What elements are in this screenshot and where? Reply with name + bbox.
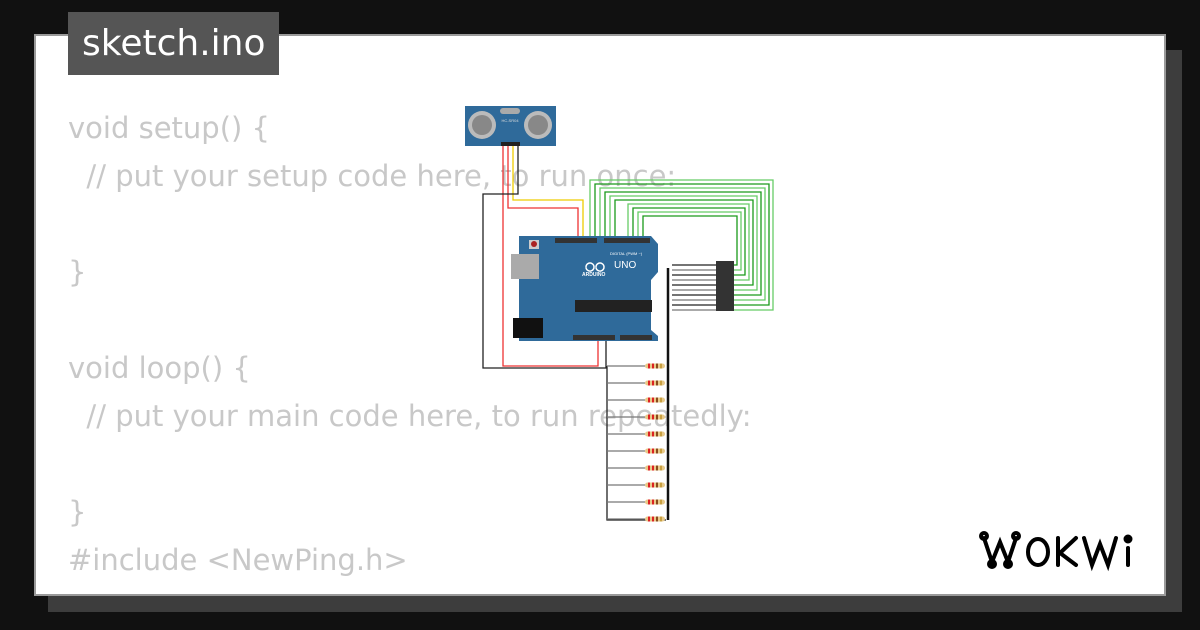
wire[interactable]	[599, 187, 766, 301]
resistor[interactable]	[645, 363, 665, 369]
wire[interactable]	[609, 195, 758, 291]
arduino-uno-board[interactable]: DIGITAL (PWM ~) UNO ARDUINO	[511, 236, 658, 341]
resistor[interactable]	[645, 516, 665, 522]
wire[interactable]	[637, 211, 742, 271]
resistor[interactable]	[645, 465, 665, 471]
board-brand-label: ARDUINO	[582, 272, 605, 278]
wire[interactable]	[642, 215, 738, 266]
wire[interactable]	[594, 183, 770, 306]
wire[interactable]	[512, 146, 584, 238]
resistor[interactable]	[645, 482, 665, 488]
board-header-label: DIGITAL (PWM ~)	[610, 251, 643, 256]
board-model-label: UNO	[614, 260, 636, 271]
code-line[interactable]: #include <NewPing.h>	[68, 543, 408, 577]
wire[interactable]	[614, 199, 754, 286]
wokwi-logo	[979, 531, 1133, 572]
resistor[interactable]	[645, 448, 665, 454]
resistor[interactable]	[645, 397, 665, 403]
resistor[interactable]	[645, 380, 665, 386]
arduino-logo-icon	[585, 262, 605, 272]
sensor-label: HC-SR04	[501, 118, 519, 123]
code-line[interactable]: }	[68, 255, 87, 289]
wire[interactable]	[627, 203, 750, 281]
resistor[interactable]	[645, 499, 665, 505]
wire[interactable]	[604, 191, 762, 296]
code-line[interactable]: // put your main code here, to run repea…	[68, 399, 752, 433]
wire[interactable]	[589, 179, 774, 311]
wire[interactable]	[502, 146, 599, 367]
ultrasonic-sensor[interactable]: HC-SR04	[465, 106, 556, 146]
wire[interactable]	[482, 146, 607, 369]
code-line[interactable]: void loop() {	[68, 351, 251, 385]
code-line[interactable]: void setup() {	[68, 111, 270, 145]
led-bar-graph[interactable]	[716, 261, 734, 311]
file-tab[interactable]: sketch.ino	[68, 12, 280, 75]
resistor[interactable]	[645, 431, 665, 437]
code-line[interactable]: // put your setup code here, to run once…	[68, 159, 677, 193]
wire[interactable]	[606, 366, 666, 521]
wire[interactable]	[507, 146, 579, 238]
code-line[interactable]: }	[68, 495, 87, 529]
wire[interactable]	[632, 207, 746, 276]
resistor[interactable]	[645, 414, 665, 420]
code-editor: void setup() { // put your setup code he…	[68, 104, 752, 584]
